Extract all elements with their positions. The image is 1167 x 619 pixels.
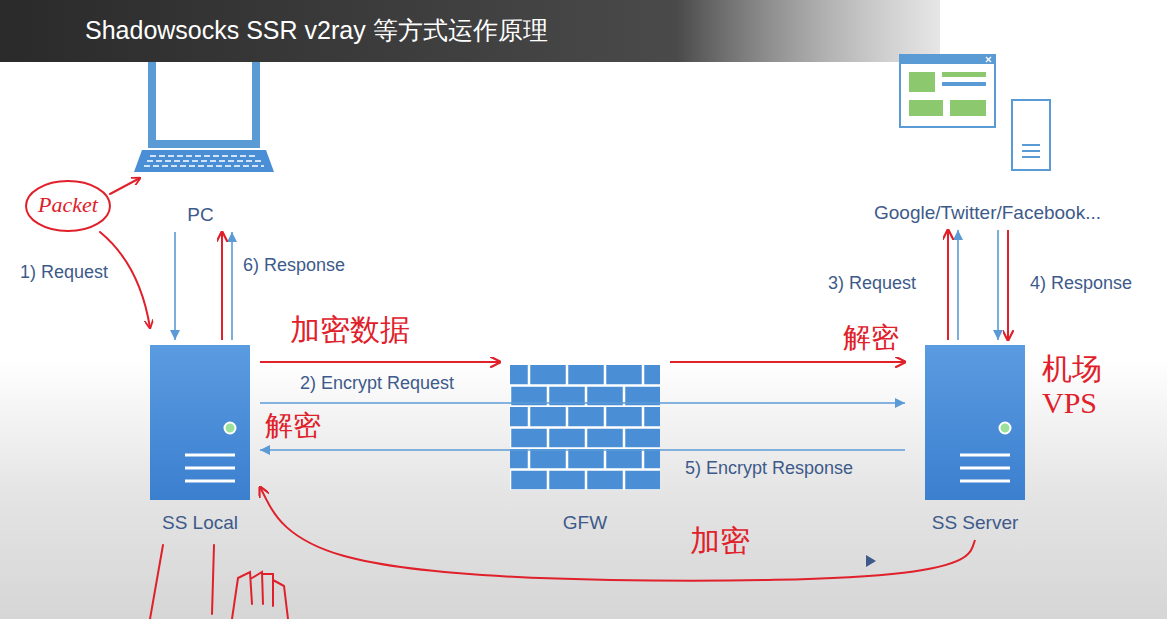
server-slots <box>185 455 235 481</box>
handwritten-note: 解密 <box>265 410 321 441</box>
proxy-server-node: SS Server <box>905 340 1045 540</box>
computer-node: PC <box>128 40 273 232</box>
step-label: 3) Request <box>828 273 916 293</box>
server-tower-slots <box>1022 145 1040 157</box>
browser-close <box>986 57 991 62</box>
firewall-icon <box>510 365 660 490</box>
step-label: 2) Encrypt Request <box>300 373 454 393</box>
flow-arrow <box>231 232 233 340</box>
title-text: Shadowsocks SSR v2ray 等方式运作原理 <box>85 16 548 45</box>
website-node: Google/Twitter/Facebook... <box>815 50 1160 230</box>
handwritten-note: 加密 <box>690 524 750 558</box>
pen-stroke <box>212 545 214 614</box>
server-slots <box>960 455 1010 481</box>
server-tower <box>1012 100 1050 170</box>
node-label: Google/Twitter/Facebook... <box>874 202 1101 224</box>
flow-arrow <box>260 449 905 451</box>
laptop-keys <box>144 156 264 166</box>
hand-scribble <box>232 572 288 619</box>
packet-circle <box>26 181 110 231</box>
packet-arrow <box>110 178 140 194</box>
browser-block <box>909 100 943 116</box>
node-label: GFW <box>563 512 607 534</box>
flow-arrow <box>997 230 999 340</box>
handwritten-annotation <box>26 178 288 619</box>
step-label: 1) Request <box>20 262 108 282</box>
browser-image <box>909 72 935 92</box>
server-body <box>150 345 250 500</box>
node-label: SS Server <box>932 512 1019 534</box>
annotation-arrow <box>947 230 949 340</box>
pen-stroke <box>150 545 163 619</box>
server-body <box>925 345 1025 500</box>
annotation-arrow <box>260 487 975 581</box>
server-led <box>1000 423 1011 434</box>
step-label: 5) Encrypt Response <box>685 458 853 478</box>
node-label: SS Local <box>162 512 238 534</box>
proxy-client-node: SS Local <box>140 340 260 540</box>
flow-arrow <box>174 232 176 340</box>
laptop-keyboard <box>134 150 274 172</box>
play-mark <box>866 555 876 567</box>
server-icon <box>150 345 250 500</box>
flow-arrow <box>957 230 959 340</box>
browser-block <box>950 100 986 116</box>
handwritten-note: 解密 <box>843 322 899 353</box>
step-label: 4) Response <box>1030 273 1132 293</box>
node-label: PC <box>187 204 213 226</box>
browser-line <box>942 82 986 86</box>
server-led <box>225 423 236 434</box>
server-icon <box>925 345 1025 500</box>
annotation-arrow <box>1007 230 1009 340</box>
annotation-arrow <box>260 361 500 363</box>
annotation-arrow <box>670 361 905 363</box>
website-icon <box>900 55 1050 170</box>
annotation-arrow <box>221 232 223 340</box>
handwritten-note: 机场 VPS <box>1042 352 1114 419</box>
browser-bar <box>900 55 995 64</box>
handwritten-note: Packet <box>38 193 98 218</box>
flow-arrow <box>260 402 905 404</box>
handwritten-note: 加密数据 <box>290 313 410 347</box>
browser-window <box>900 55 995 127</box>
step-label: 6) Response <box>243 255 345 275</box>
firewall-node: GFW <box>500 355 670 540</box>
title-bar <box>0 0 940 62</box>
browser-line <box>942 72 986 77</box>
